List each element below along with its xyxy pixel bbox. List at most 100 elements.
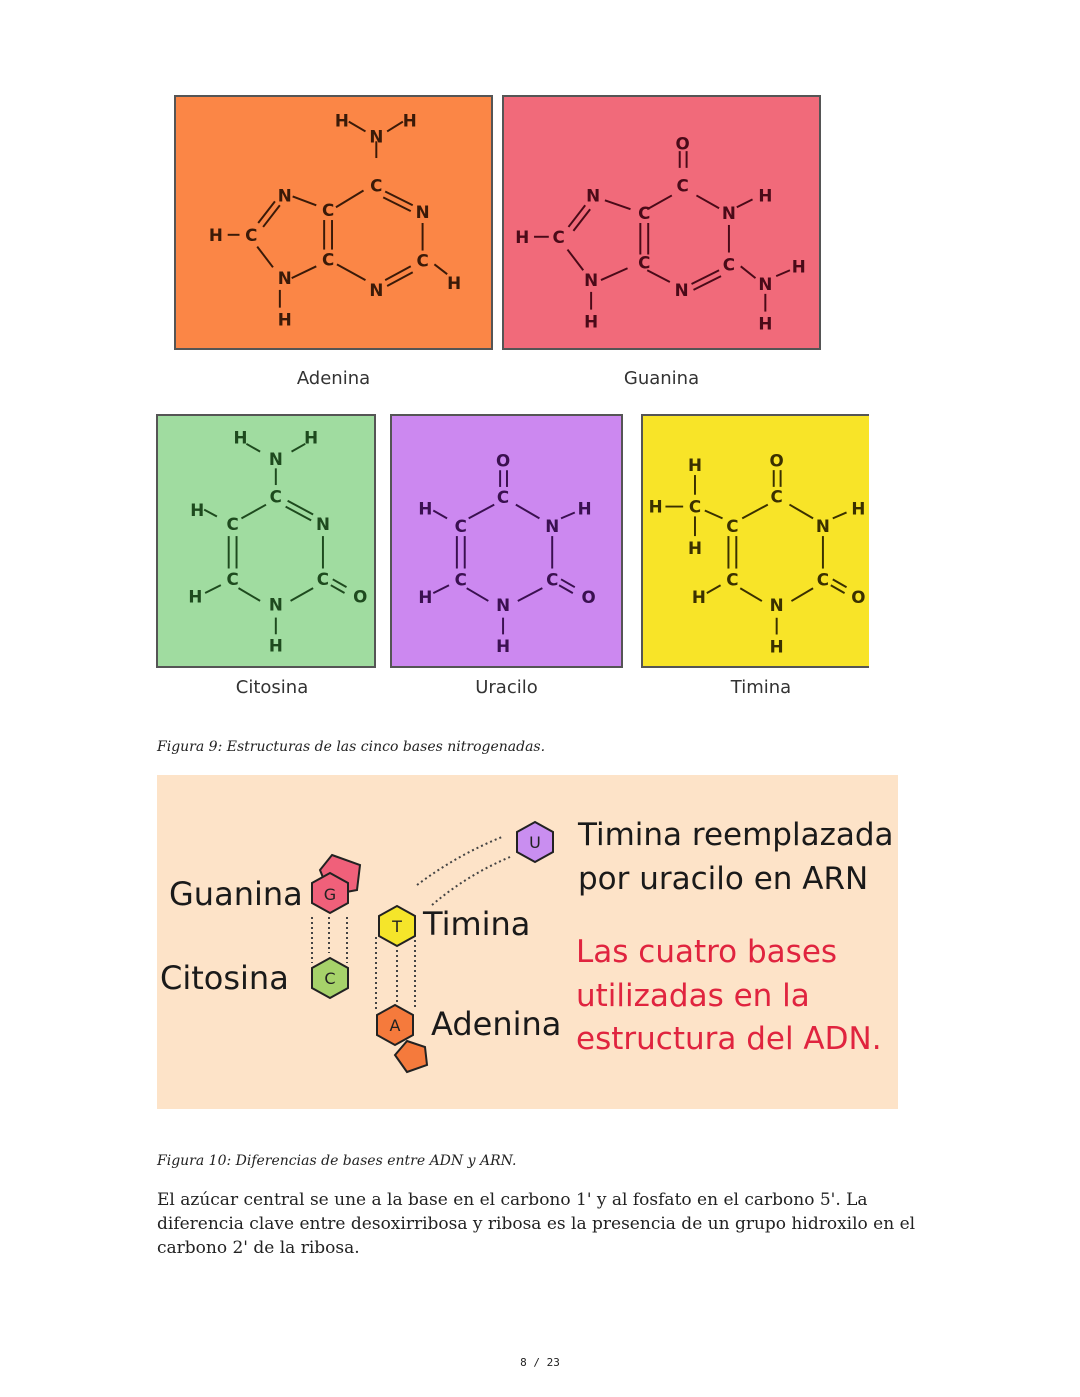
svg-text:C: C [317,570,329,589]
svg-text:C: C [455,569,467,589]
svg-text:C: C [370,176,382,196]
svg-text:C: C [270,487,282,506]
timina-label: Timina [730,677,792,698]
svg-text:H: H [851,499,865,519]
uracilo-molecule-diagram: OC NH CO NH CC HH [418,450,595,656]
svg-text:N: N [278,268,292,288]
red-note-line-2: utilizadas en la [576,978,810,1014]
svg-text:H: H [269,637,283,656]
timina-hexagon-icon: T [378,904,416,948]
svg-text:H: H [688,538,702,558]
svg-text:O: O [851,587,865,607]
svg-text:C: C [322,249,334,269]
svg-text:N: N [545,516,559,536]
svg-text:N: N [584,270,598,290]
svg-text:G: G [324,885,336,904]
citosina-label: Citosina [235,677,309,698]
svg-text:H: H [515,227,529,247]
svg-text:C: C [226,570,238,589]
svg-text:H: H [758,185,772,205]
svg-text:H: H [584,311,598,331]
base-pairing-illustration: Guanina G Citosina C T Timina [160,817,894,1074]
body-paragraph: El azúcar central se une a la base en el… [157,1190,916,1258]
svg-text:N: N [758,274,772,294]
svg-text:N: N [278,185,292,205]
guanina-text: Guanina [169,875,303,913]
red-note-line-3: estructura del ADN. [576,1021,882,1057]
svg-text:C: C [546,569,558,589]
svg-text:N: N [770,595,784,615]
svg-text:C: C [771,487,783,507]
svg-text:H: H [418,499,432,519]
svg-text:N: N [675,280,689,300]
svg-text:H: H [304,428,318,447]
svg-text:N: N [369,280,383,300]
svg-text:C: C [689,497,701,517]
svg-text:T: T [391,917,402,936]
adenina-label: Adenina [296,368,371,389]
svg-text:H: H [758,313,772,333]
svg-text:C: C [416,250,428,270]
svg-text:N: N [722,203,736,223]
svg-text:N: N [816,516,830,536]
figure-10-caption: Figura 10: Diferencias de bases entre AD… [157,1153,517,1169]
uracilo-label: Uracilo [475,677,538,698]
svg-text:C: C [324,969,335,988]
svg-text:O: O [581,587,595,607]
svg-text:C: C [322,200,334,220]
page-number: 8 / 23 [520,1356,560,1369]
svg-text:C: C [497,487,509,507]
guanina-molecule-diagram: OC NH C NHH N CC N CH NH [515,133,806,333]
svg-text:C: C [226,515,238,534]
svg-text:H: H [578,499,592,519]
svg-text:O: O [353,587,367,606]
svg-text:C: C [726,569,738,589]
svg-text:O: O [676,133,690,153]
svg-text:N: N [269,595,283,614]
svg-text:H: H [649,497,663,517]
figure-10-base-differences: Guanina G Citosina C T Timina [157,775,898,1109]
citosina-hexagon-icon: C [311,956,349,1000]
guanina-label: Guanina [623,368,700,389]
adenina-hexagon-icon: A [376,1003,429,1074]
note-line-1: Timina reemplazada [577,817,894,853]
svg-text:C: C [638,252,650,272]
svg-text:N: N [269,450,283,469]
svg-text:N: N [416,202,430,222]
svg-text:H: H [209,225,223,245]
svg-text:N: N [496,595,510,615]
svg-text:C: C [245,225,257,245]
svg-text:H: H [770,636,784,656]
svg-text:H: H [692,587,706,607]
uracilo-hexagon-icon: U [516,820,554,864]
svg-text:U: U [529,833,541,852]
adenina-molecule-diagram: HNH C N CH N CC N CH NH [209,111,461,330]
svg-text:H: H [447,273,461,293]
timina-molecule-diagram: OC NH CO NH CC C HHH H [649,450,866,656]
svg-text:N: N [316,515,330,534]
svg-text:H: H [418,587,432,607]
guanina-hexagon-icon: G [311,853,362,915]
svg-text:A: A [390,1016,401,1035]
svg-text:H: H [792,256,806,276]
svg-text:C: C [552,227,564,247]
svg-text:C: C [723,254,735,274]
svg-text:O: O [496,450,510,470]
svg-text:C: C [677,176,689,196]
svg-text:H: H [335,111,349,131]
timina-text: Timina [422,905,530,943]
svg-text:H: H [403,111,417,131]
svg-text:H: H [278,309,292,329]
svg-text:C: C [638,203,650,223]
svg-text:H: H [496,636,510,656]
adenina-text: Adenina [431,1005,561,1043]
svg-text:N: N [586,185,600,205]
svg-text:H: H [233,428,247,447]
svg-text:N: N [369,126,383,146]
citosina-text: Citosina [160,959,289,997]
